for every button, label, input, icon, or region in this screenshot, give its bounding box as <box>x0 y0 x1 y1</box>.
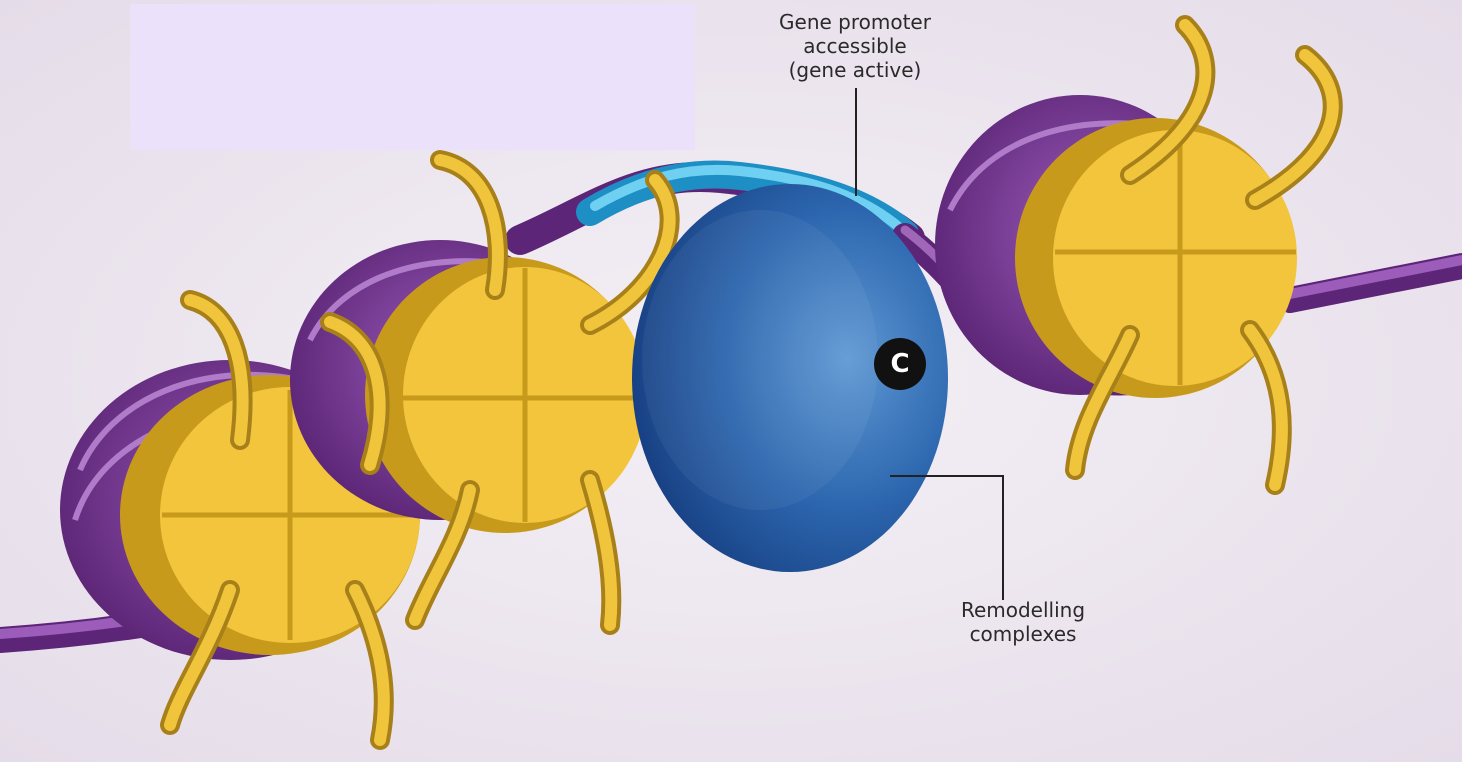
promoter-label-line3: (gene active) <box>745 58 965 82</box>
badge-letter: C <box>872 344 928 384</box>
gene-promoter-label: Gene promoter accessible (gene active) <box>745 10 965 82</box>
overlay-box <box>130 4 695 150</box>
remodelling-label-line2: complexes <box>938 622 1108 646</box>
remodelling-label-line1: Remodelling <box>938 598 1108 622</box>
promoter-label-line2: accessible <box>745 34 965 58</box>
promoter-label-line1: Gene promoter <box>745 10 965 34</box>
remodelling-complexes-label: Remodelling complexes <box>938 598 1108 646</box>
